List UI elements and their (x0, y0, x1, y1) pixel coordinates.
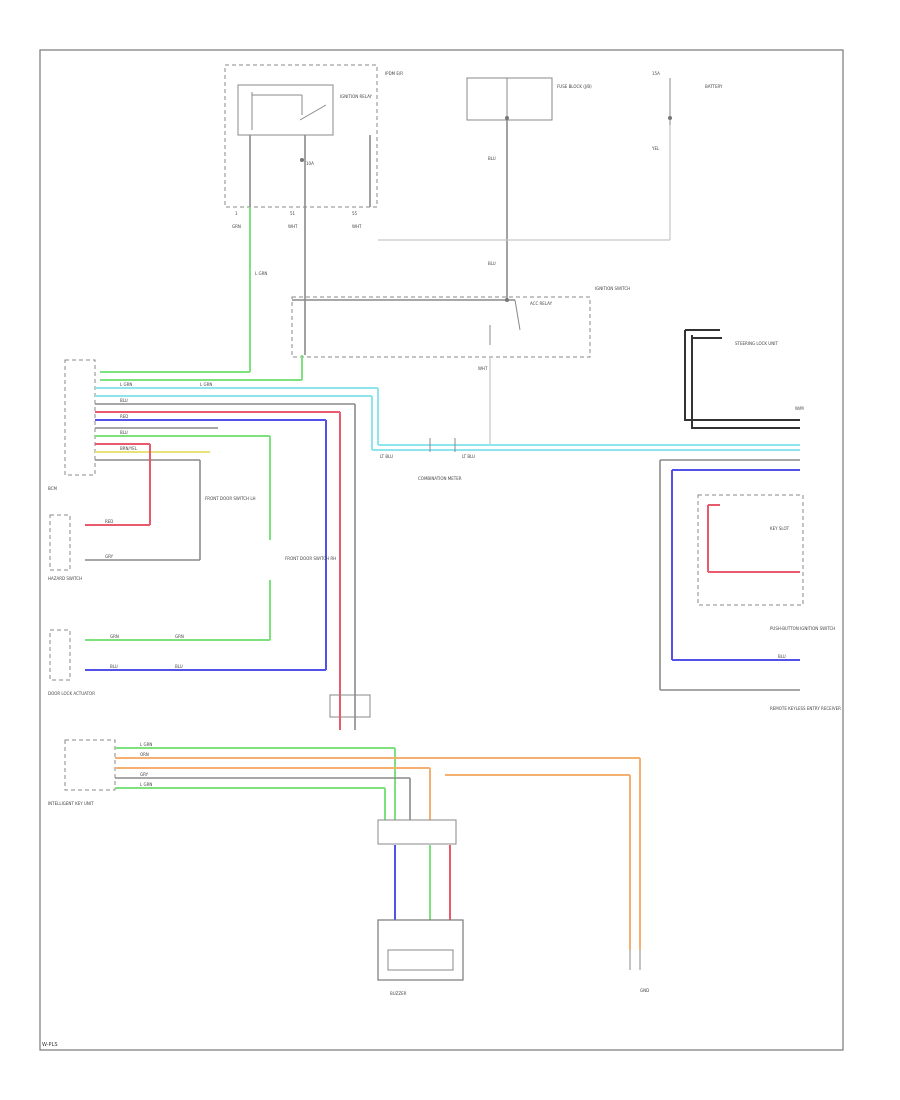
wire-color-label: L GRN (120, 382, 132, 387)
buzzer-label: BUZZER (390, 991, 407, 996)
door-switch-front-rh-label: FRONT DOOR SWITCH RH (285, 556, 336, 561)
wire-color-label: GRN (232, 224, 241, 229)
ipdm-inner-label: 10A (306, 161, 314, 166)
ignition-switch-label: IGNITION SWITCH (595, 286, 630, 291)
wire-color-label: YEL (651, 146, 660, 151)
ipdm-box (224, 64, 378, 208)
wire-color-label: LT BLU (462, 454, 475, 459)
hazard-switch-label: HAZARD SWITCH (48, 576, 82, 581)
wire-color-label: L GRN (140, 742, 152, 747)
junction-connector (329, 694, 371, 718)
intelligent-key-unit-box (64, 739, 116, 791)
footer-ref: W-PLS (42, 1042, 58, 1048)
ipdm-label: IPDM E/R (385, 71, 403, 76)
fuse-block-box (466, 77, 553, 121)
wire-color-label: RED (120, 414, 128, 419)
buzzer-box (377, 919, 464, 981)
steering-lock-label: STEERING LOCK UNIT (735, 341, 778, 346)
door-lock-actuator-label: DOOR LOCK ACTUATOR (48, 691, 95, 696)
door-switch-front-lh-label: FRONT DOOR SWITCH LH (205, 496, 256, 501)
wire-color-label: BLU (175, 664, 183, 669)
intelligent-key-unit-label: INTELLIGENT KEY UNIT (48, 801, 94, 806)
wire-color-label: WHT (478, 366, 488, 371)
wire-color-label: WHT (352, 224, 362, 229)
ignition-relay-box (237, 84, 334, 136)
acc-relay-box (291, 296, 591, 358)
key-slot-box (697, 494, 804, 606)
wire-color-label: BLU (110, 664, 118, 669)
wire-color-label: ORN (140, 752, 149, 757)
pin-label: 51 (290, 211, 296, 216)
wire-color-label: L GRN (255, 271, 267, 276)
push-button-label: PUSH-BUTTON IGNITION SWITCH (770, 626, 835, 631)
wire-color-label: L GRN (200, 382, 212, 387)
wire-color-label: GRY (140, 772, 149, 777)
wire-color-label: L GRN (140, 782, 152, 787)
wire-color-label: LT BLU (380, 454, 393, 459)
ignition-relay-label: IGNITION RELAY (340, 94, 373, 99)
pin-label: 55 (352, 211, 358, 216)
wire-color-label: WHT (288, 224, 298, 229)
wire-color-label: BLU (778, 654, 786, 659)
connector-label: GND (640, 988, 649, 993)
remote-keyless-receiver-label: REMOTE KEYLESS ENTRY RECEIVER (770, 706, 841, 711)
acc-relay-label: ACC RELAY (530, 301, 553, 306)
wire-color-label: GRY (105, 554, 114, 559)
wire-color-label: BRN/YEL (120, 446, 138, 451)
wire-color-label: BLU (120, 430, 128, 435)
connector-label: W/M (795, 406, 804, 411)
wire-color-label: RED (105, 519, 113, 524)
wire-color-label: BLU (488, 261, 496, 266)
hazard-switch-box (49, 514, 71, 571)
bcm-label: BCM (48, 486, 57, 491)
door-lock-actuator-box (49, 629, 71, 681)
combination-meter-label: COMBINATION METER (418, 476, 462, 481)
bcm-connector (64, 359, 96, 476)
pin-label: 1 (235, 211, 238, 216)
wire-color-label: GRN (110, 634, 119, 639)
battery-label: BATTERY (705, 84, 723, 89)
diagram-border (39, 49, 844, 1051)
key-slot-label: KEY SLOT (770, 526, 790, 531)
fuse-block-label: FUSE BLOCK (J/B) (557, 84, 592, 89)
wire-color-label: GRN (175, 634, 184, 639)
wire-color-label: BLU (120, 398, 128, 403)
fuse-label: 15A (652, 71, 660, 76)
buzzer-connector (377, 819, 457, 845)
wire-color-label: BLU (488, 156, 496, 161)
